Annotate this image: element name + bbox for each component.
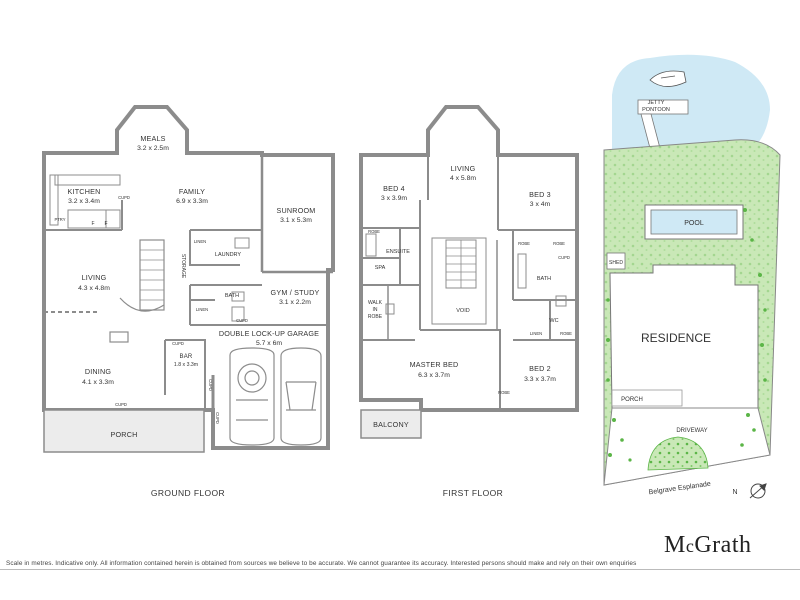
room-name: BALCONY bbox=[373, 420, 409, 429]
small-label: ROBE bbox=[368, 314, 383, 320]
garage-car-right bbox=[280, 347, 322, 446]
jetty-label: JETTY bbox=[648, 100, 665, 106]
boat-icon bbox=[649, 70, 687, 87]
room-name: PORCH bbox=[111, 430, 138, 439]
porch-outline bbox=[611, 389, 683, 407]
logo-text-m: M bbox=[664, 532, 686, 558]
small-label: BATH bbox=[225, 293, 239, 299]
small-label: LINEN bbox=[194, 239, 206, 244]
room-dims: 6.3 x 3.7m bbox=[418, 372, 450, 379]
north-label: N bbox=[732, 489, 737, 496]
small-label: ROBE bbox=[553, 241, 565, 246]
small-label: WC bbox=[549, 318, 558, 324]
ground-floor-labels: MEALS 3.2 x 2.5m KITCHEN 3.2 x 3.4m FAMI… bbox=[54, 134, 319, 498]
room-dims: 6.9 x 3.3m bbox=[176, 198, 208, 205]
small-label: CUPD bbox=[118, 195, 130, 200]
room-name: MEALS bbox=[140, 134, 165, 143]
small-label: F bbox=[104, 221, 107, 227]
disclaimer-text: Scale in metres. Indicative only. All in… bbox=[6, 560, 637, 567]
ground-floor-stairs bbox=[139, 239, 165, 311]
room-name: FAMILY bbox=[179, 187, 205, 196]
small-label: WALK bbox=[368, 300, 383, 306]
small-label: IN bbox=[373, 307, 378, 313]
room-name: BED 4 bbox=[383, 184, 405, 193]
first-floor-plan bbox=[359, 105, 579, 412]
small-label: ENSUITE bbox=[386, 249, 410, 255]
small-label: CUPD bbox=[208, 379, 213, 391]
small-label: F bbox=[91, 221, 94, 227]
room-name: BAR bbox=[180, 354, 193, 360]
room-dims: 4.3 x 4.8m bbox=[78, 285, 110, 292]
driveway-label: DRIVEWAY bbox=[676, 428, 707, 434]
room-dims: 5.7 x 6m bbox=[256, 340, 282, 347]
room-dims: 3 x 4m bbox=[530, 201, 551, 208]
small-label: VOID bbox=[456, 308, 469, 314]
room-name: MASTER BED bbox=[410, 360, 459, 369]
balcony-area bbox=[360, 409, 422, 439]
room-dims: 3.1 x 5.3m bbox=[280, 217, 312, 224]
small-label: CUPD bbox=[558, 255, 570, 260]
tree-markers bbox=[606, 208, 767, 462]
first-floor-labels: BED 4 3 x 3.9m LIVING 4 x 5.8m BED 3 3 x… bbox=[368, 164, 572, 498]
pontoon-label: PONTOON bbox=[642, 107, 670, 113]
residence-label: RESIDENCE bbox=[641, 331, 711, 345]
small-label: PTRY bbox=[54, 217, 65, 222]
void-area bbox=[431, 237, 487, 325]
small-label: CUPD bbox=[215, 412, 220, 424]
pool-label: POOL bbox=[684, 220, 704, 227]
room-name: SUNROOM bbox=[277, 206, 316, 215]
shed-label: SHED bbox=[609, 260, 623, 266]
logo-text-grath: Grath bbox=[694, 532, 752, 558]
room-name: BED 3 bbox=[529, 190, 551, 199]
room-dims: 3.2 x 3.4m bbox=[68, 198, 100, 205]
floor-plan-diagram: MEALS 3.2 x 2.5m KITCHEN 3.2 x 3.4m FAMI… bbox=[42, 54, 781, 499]
logo-text-c: c bbox=[685, 536, 695, 556]
room-dims: 4 x 5.8m bbox=[450, 175, 476, 182]
small-label: ROBE bbox=[498, 390, 510, 395]
ground-floor-plan bbox=[42, 105, 335, 450]
room-name: GYM / STUDY bbox=[271, 288, 320, 297]
small-label: BATH bbox=[537, 276, 551, 282]
small-label: STORAGE bbox=[180, 254, 186, 279]
room-dims: 3.3 x 3.7m bbox=[524, 376, 556, 383]
porch-label: PORCH bbox=[621, 397, 643, 403]
room-name: LIVING bbox=[451, 164, 476, 173]
small-label: ROBE bbox=[368, 229, 380, 234]
small-label: ROBE bbox=[518, 241, 530, 246]
room-name: KITCHEN bbox=[68, 187, 101, 196]
small-label: LINEN bbox=[530, 331, 542, 336]
small-label: LAUNDRY bbox=[215, 252, 242, 258]
small-label: ROBE bbox=[560, 331, 572, 336]
room-name: DINING bbox=[85, 367, 112, 376]
ground-floor-title: GROUND FLOOR bbox=[151, 488, 225, 498]
small-label: SPA bbox=[375, 265, 386, 271]
site-plan: JETTY PONTOON POOL SHED RESIDENCE PORCH … bbox=[603, 54, 781, 499]
small-label: CUPD bbox=[172, 341, 184, 346]
first-floor-title: FIRST FLOOR bbox=[443, 488, 503, 498]
shed bbox=[606, 252, 626, 270]
footer-rule bbox=[0, 569, 800, 570]
ground-porch-area bbox=[43, 409, 205, 453]
room-dims: 3 x 3.9m bbox=[381, 195, 407, 202]
room-dims: 3.1 x 2.2m bbox=[279, 299, 311, 306]
mcgrath-logo: McGrath bbox=[664, 532, 752, 559]
small-label: LINEN bbox=[196, 307, 208, 312]
room-name: BED 2 bbox=[529, 364, 551, 373]
small-label: CUPD bbox=[236, 318, 248, 323]
room-name: LIVING bbox=[82, 273, 107, 282]
room-name: DOUBLE LOCK-UP GARAGE bbox=[219, 329, 319, 338]
room-dims: 1.8 x 3.3m bbox=[174, 362, 198, 368]
small-label: CUPD bbox=[115, 402, 127, 407]
room-dims: 4.1 x 3.3m bbox=[82, 379, 114, 386]
garage-car-left bbox=[229, 347, 275, 446]
room-dims: 3.2 x 2.5m bbox=[137, 145, 169, 152]
north-arrow-icon bbox=[749, 483, 767, 499]
jetty-pontoon bbox=[637, 99, 689, 115]
street-label: Belgrave Esplanade bbox=[648, 481, 711, 497]
